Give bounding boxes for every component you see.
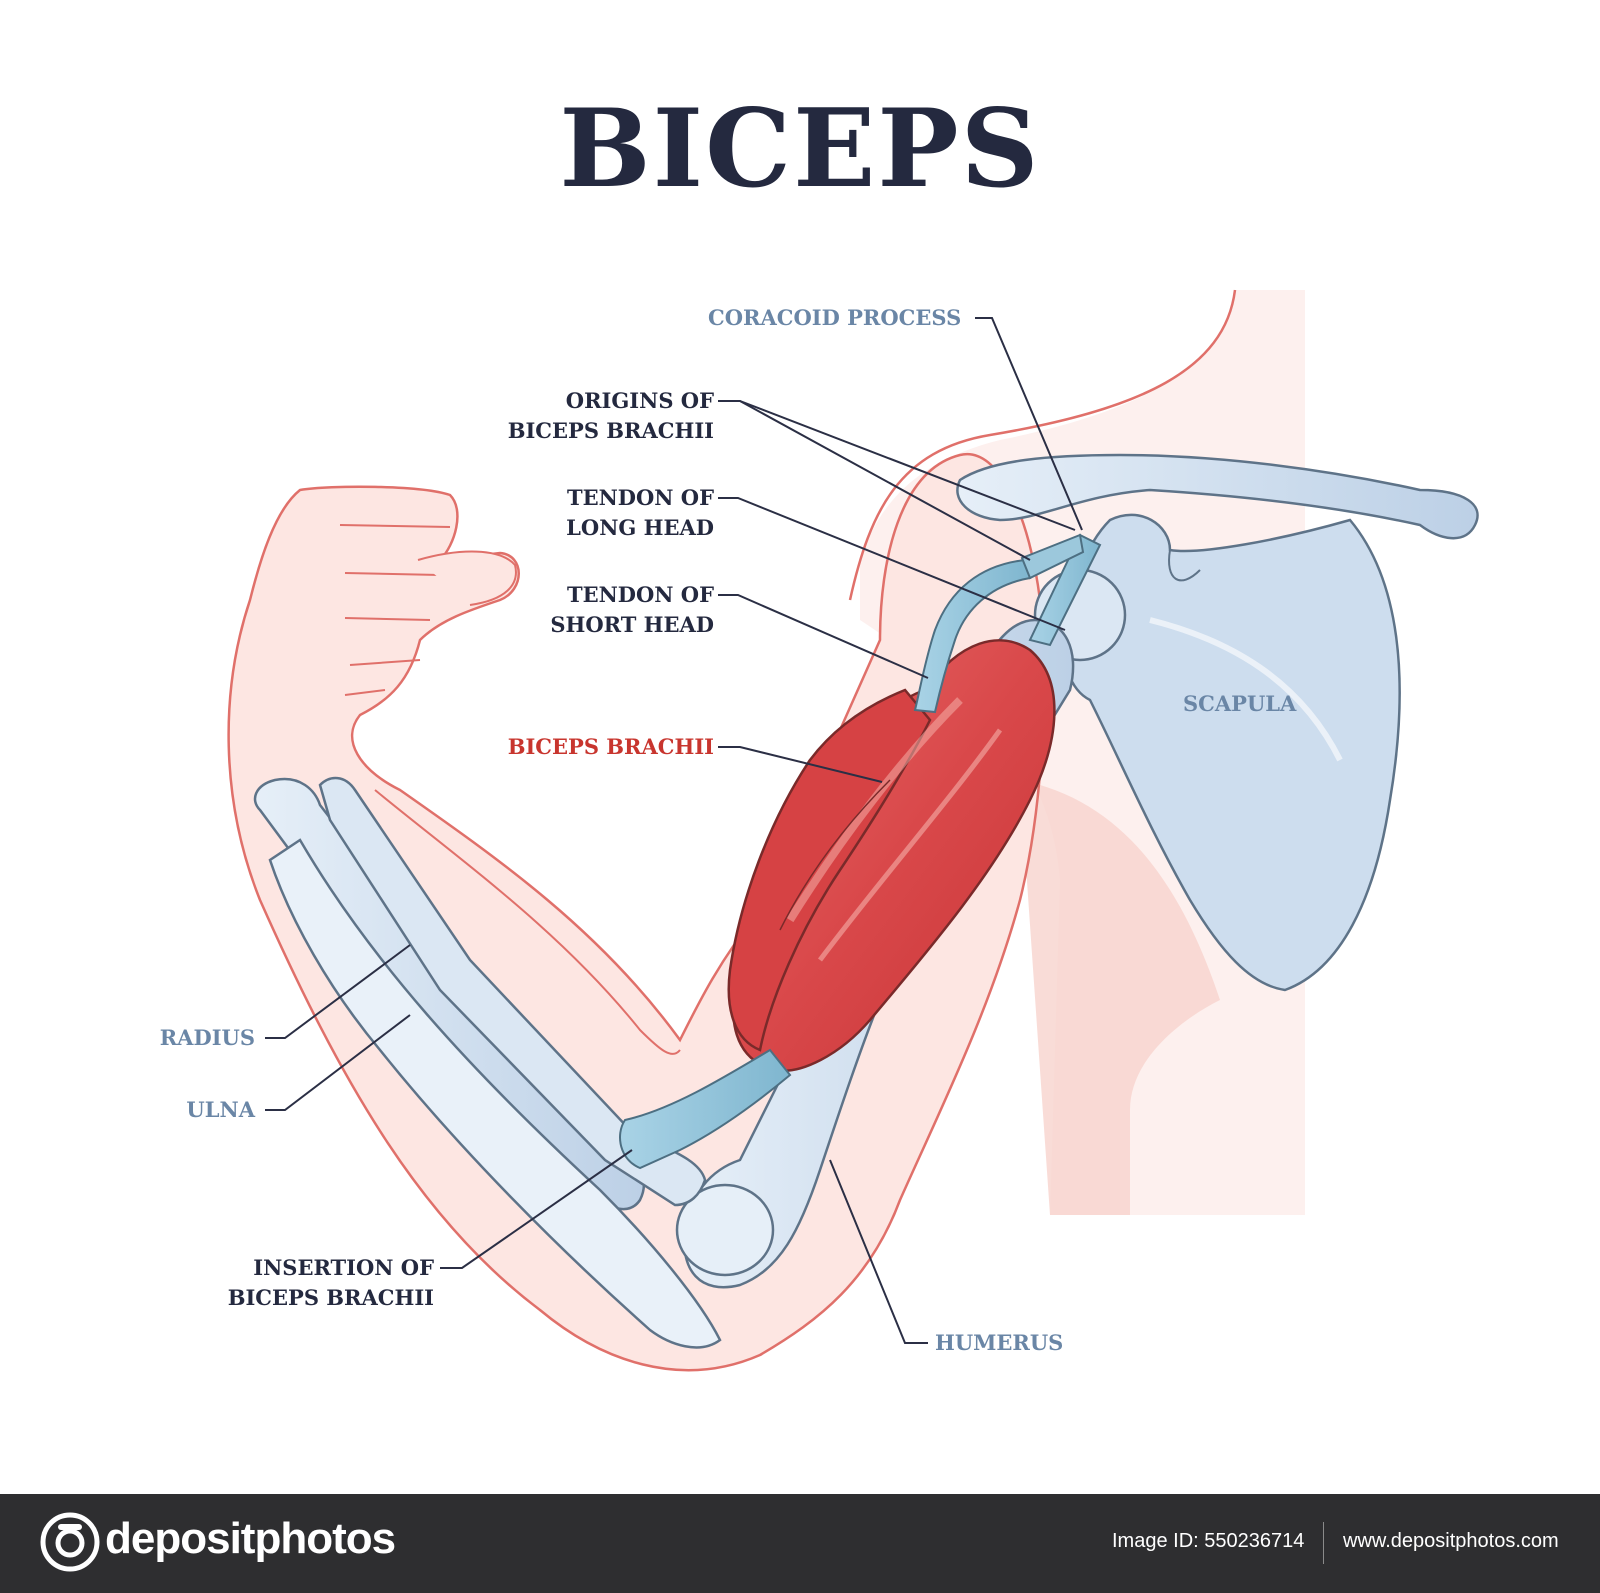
label-tendon-short-line2: SHORT HEAD bbox=[550, 612, 714, 637]
label-tendon-long-line1: TENDON OF bbox=[566, 485, 714, 510]
label-biceps-brachii: BICEPS BRACHII bbox=[507, 734, 714, 759]
label-coracoid-process: CORACOID PROCESS bbox=[708, 305, 962, 330]
label-tendon-long-line2: LONG HEAD bbox=[566, 515, 714, 540]
leader-tendon-long bbox=[718, 497, 1066, 631]
biceps-muscle bbox=[727, 639, 1056, 1072]
label-radius: RADIUS bbox=[159, 1025, 255, 1050]
leader-insertion bbox=[440, 1149, 633, 1269]
label-origins-line2: BICEPS BRACHII bbox=[507, 418, 714, 443]
label-tendon-short-line1: TENDON OF bbox=[566, 582, 714, 607]
label-ulna: ULNA bbox=[186, 1097, 255, 1122]
image-id: Image ID: 550236714 bbox=[1112, 1530, 1305, 1552]
brand-name: depositphotos bbox=[105, 1514, 396, 1563]
label-insertion-line2: BICEPS BRACHII bbox=[227, 1285, 434, 1310]
depositphotos-logo-icon bbox=[40, 1512, 100, 1572]
label-humerus: HUMERUS bbox=[935, 1330, 1064, 1355]
leader-origins-b bbox=[739, 400, 1076, 531]
leader-lines bbox=[265, 317, 1083, 1344]
leader-coracoid-process bbox=[975, 317, 1083, 531]
biceps-illustration bbox=[227, 289, 1479, 1372]
label-origins-line1: ORIGINS OF bbox=[565, 388, 714, 413]
label-origins-of-biceps-brachii: ORIGINS OF BICEPS BRACHII bbox=[508, 386, 714, 446]
label-scapula: SCAPULA bbox=[1183, 691, 1297, 716]
label-insertion-line1: INSERTION OF bbox=[253, 1255, 434, 1280]
clavicle-bone bbox=[956, 453, 1479, 540]
website-link[interactable]: www.depositphotos.com bbox=[1343, 1530, 1559, 1552]
footer-bar: depositphotos Image ID: 550236714 www.de… bbox=[0, 1494, 1600, 1593]
leader-radius bbox=[265, 944, 411, 1039]
forearm-bones bbox=[253, 776, 722, 1349]
leader-humerus bbox=[829, 1159, 928, 1344]
leader-tendon-short bbox=[718, 594, 929, 679]
biceps-tendons bbox=[619, 533, 1102, 1170]
leader-biceps-brachii bbox=[718, 746, 883, 783]
label-insertion-of-biceps-brachii: INSERTION OF BICEPS BRACHII bbox=[228, 1253, 434, 1313]
leader-ulna bbox=[265, 1014, 411, 1111]
footer-separator bbox=[1323, 1522, 1324, 1564]
diagram-title: BICEPS bbox=[559, 86, 1041, 212]
label-tendon-of-short-head: TENDON OF SHORT HEAD bbox=[550, 580, 714, 640]
label-tendon-of-long-head: TENDON OF LONG HEAD bbox=[566, 483, 714, 543]
